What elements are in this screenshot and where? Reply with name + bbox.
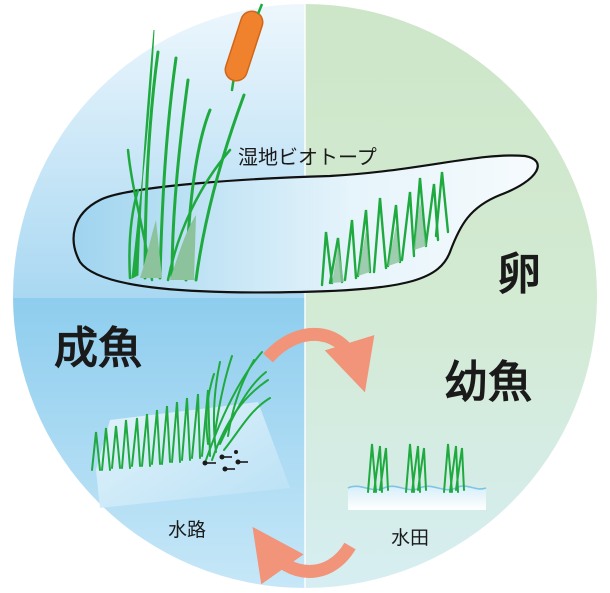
label-wetland-biotope: 湿地ビオトープ	[238, 145, 377, 169]
label-paddy: 水田	[391, 527, 430, 549]
wetland-reeds	[126, 12, 256, 282]
label-egg: 卵	[497, 249, 541, 300]
arrow-to-adult	[252, 526, 356, 585]
label-juvenile-fish: 幼魚	[444, 357, 532, 408]
arrow-to-juvenile	[263, 327, 375, 393]
label-adult-fish: 成魚	[54, 323, 142, 374]
label-waterway: 水路	[168, 519, 207, 541]
waterway-reeds	[91, 351, 271, 471]
cattail-head	[224, 10, 264, 82]
fish-group	[202, 450, 248, 472]
paddy-rice	[367, 443, 465, 493]
